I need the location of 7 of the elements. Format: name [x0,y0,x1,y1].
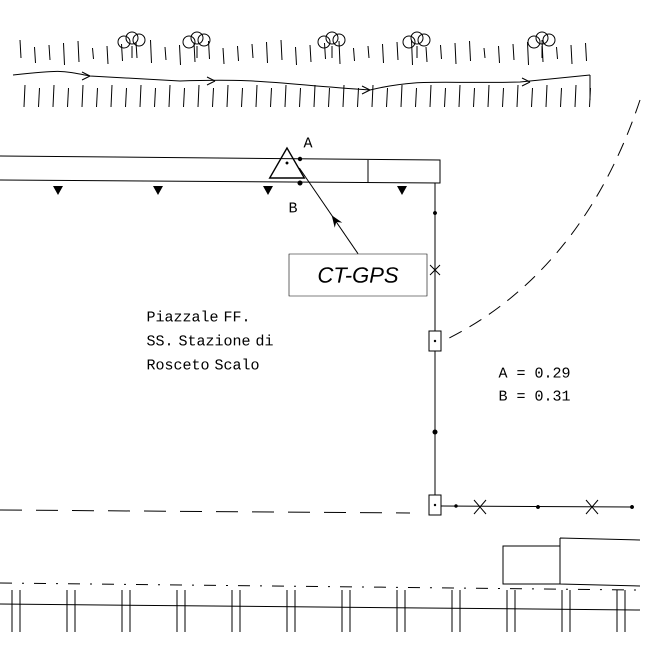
measurement-value: A = 0.29 [498,368,570,378]
label-box: CT-GPS [288,254,428,296]
point-label: A [304,138,312,148]
place-name: Piazzale FF. SS. Stazione di Rosceto Scalo [147,310,273,370]
point-label: B [290,202,297,212]
measurement-value: B = 0.31 [500,390,570,401]
arrow [298,168,358,254]
